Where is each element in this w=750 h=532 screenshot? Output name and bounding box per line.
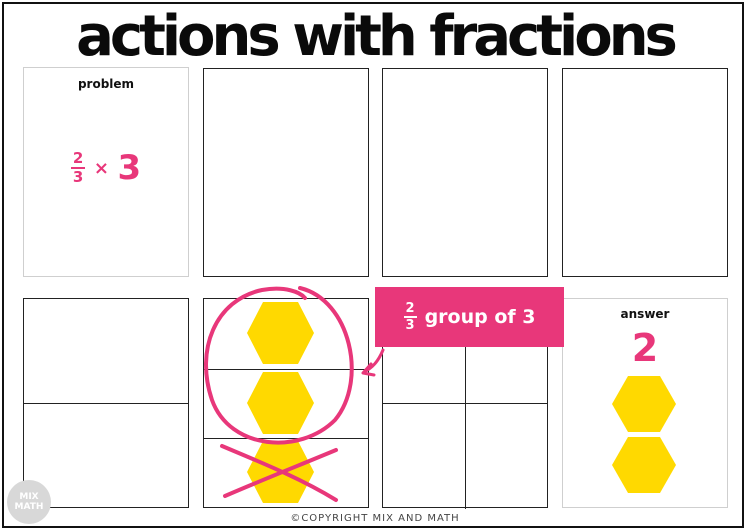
hexagon-shape-2 [247, 372, 314, 434]
problem-card: problem 2 3 × 3 [23, 67, 189, 277]
answer-value: 2 [631, 326, 659, 370]
logo-text: MIX MATH [14, 492, 44, 512]
page-title: actions with fractions [76, 4, 678, 69]
answer-hexagon-1 [612, 376, 676, 432]
arrow-head-icon [361, 362, 376, 377]
blank-card-2 [382, 68, 548, 277]
problem-fraction-denominator: 3 [70, 167, 86, 186]
blank-card-3 [562, 68, 728, 277]
third-divider-1 [204, 369, 368, 370]
quarter-divider-v [465, 347, 466, 509]
group-of-callout: 2 3 group of 3 [375, 287, 564, 347]
cross-out-mark-2 [223, 448, 338, 498]
problem-multiplier: 3 [117, 148, 142, 188]
split-card-halves [23, 298, 189, 508]
problem-fraction-numerator: 2 [72, 149, 84, 167]
half-divider [24, 403, 188, 404]
copyright-text: ©COPYRIGHT MIX AND MATH [290, 513, 460, 524]
blank-card-1 [203, 68, 369, 277]
callout-fraction-numerator: 2 [405, 301, 415, 316]
third-divider-2 [204, 438, 368, 439]
answer-label: answer [620, 307, 670, 321]
problem-expression: 2 3 × 3 [24, 148, 188, 188]
multiply-sign: × [93, 157, 109, 179]
callout-fraction: 2 3 [403, 301, 417, 333]
hexagon-shape-1 [247, 302, 314, 364]
mix-and-math-logo: MIX MATH [7, 480, 51, 524]
answer-hexagon-2 [612, 437, 676, 493]
callout-text: group of 3 [424, 306, 536, 328]
problem-label: problem [77, 77, 135, 91]
problem-fraction: 2 3 [70, 149, 86, 186]
callout-fraction-denominator: 3 [403, 316, 417, 333]
circle-annotation [204, 286, 354, 445]
cross-out-mark-1 [220, 444, 338, 502]
